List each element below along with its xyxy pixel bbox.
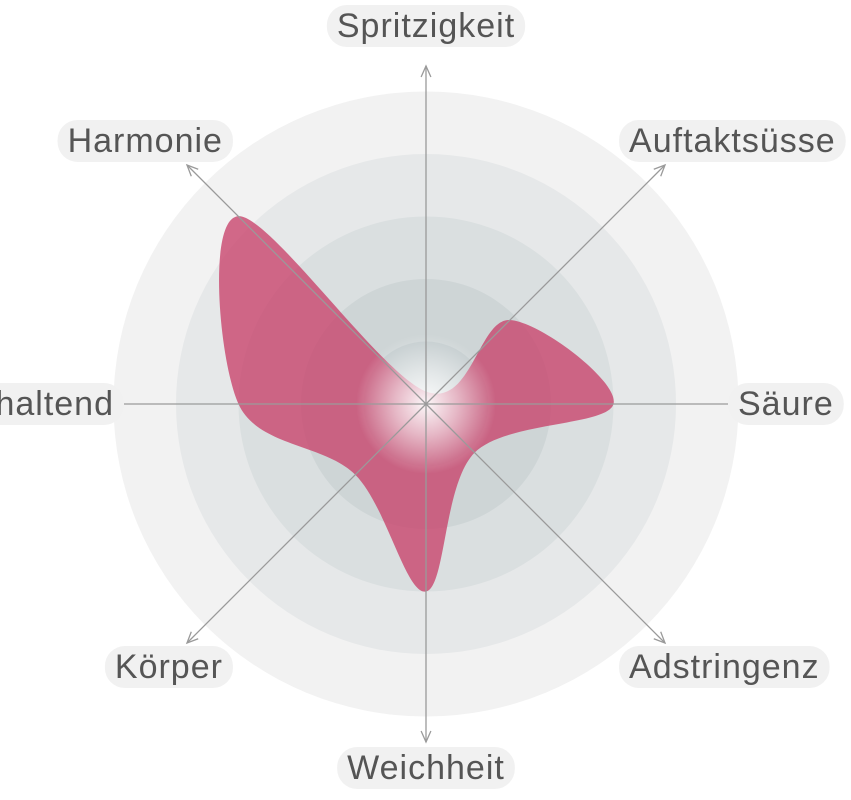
axis-label-text-5: Körper — [115, 648, 223, 686]
axis-label-text-3: Adstringenz — [629, 648, 820, 686]
axis-label-text-4: Weichheit — [347, 749, 505, 787]
axis-label-bg-7 — [57, 119, 233, 162]
axis-label-text-7: Harmonie — [68, 122, 223, 160]
axis-label-bg-0 — [326, 5, 526, 47]
axis-label-4: Weichheit — [337, 747, 515, 789]
axis-label-0: Spritzigkeit — [326, 5, 526, 47]
axis-label-text-0: Spritzigkeit — [337, 7, 515, 45]
axis-label-bg-3 — [619, 646, 830, 689]
axis-label-3: Adstringenz — [619, 646, 830, 689]
axis-labels: SpritzigkeitAuftaktsüsseSäureAdstringenz… — [0, 5, 846, 789]
axis-lines — [86, 64, 766, 744]
axis-label-bg-2 — [728, 383, 844, 425]
axis-label-2: Säure — [728, 383, 844, 425]
axis-label-7: Harmonie — [57, 119, 233, 162]
axis-line-1 — [425, 164, 666, 405]
axis-label-bg-1 — [619, 119, 846, 162]
axis-arrow-0 — [420, 64, 432, 78]
axis-arrow-5 — [185, 631, 199, 645]
axis-label-text-1: Auftaktsüsse — [629, 122, 836, 160]
axis-label-text-6: Anhaltend — [0, 385, 114, 423]
axis-label-1: Auftaktsüsse — [619, 119, 846, 162]
axis-label-5: Körper — [104, 646, 233, 689]
axis-line-7 — [186, 164, 427, 405]
axis-label-bg-5 — [104, 646, 233, 689]
axis-arrow-7 — [185, 163, 199, 177]
axis-arrow-1 — [653, 163, 667, 177]
axis-line-3 — [425, 403, 666, 644]
axis-arrow-3 — [653, 631, 667, 645]
axis-label-bg-6 — [0, 383, 124, 425]
axis-label-text-2: Säure — [738, 385, 834, 423]
axis-label-6: Anhaltend — [0, 383, 124, 425]
axis-label-bg-4 — [337, 747, 515, 789]
axis-arrow-4 — [420, 730, 432, 744]
axis-line-5 — [186, 403, 427, 644]
